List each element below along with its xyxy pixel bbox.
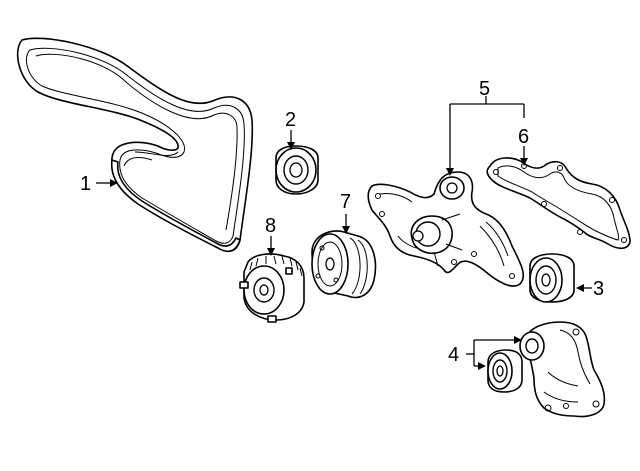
callout-4: 4 [448,344,459,366]
callout-7: 7 [340,191,351,213]
pulley-7 [311,230,377,299]
leader-2 [287,130,295,150]
leader-7 [342,214,350,234]
leader-4 [466,336,522,370]
water-pump-gasket [486,157,631,250]
callout-8: 8 [265,215,276,237]
drive-belt [16,37,254,253]
leader-8 [267,236,275,256]
tensioner-pulley [487,349,523,393]
callout-2: 2 [285,109,296,131]
water-pump [367,171,525,287]
leader-1 [96,179,118,187]
callout-3: 3 [593,278,604,300]
callout-6: 6 [518,126,529,148]
callout-1: 1 [80,173,91,195]
callout-5: 5 [479,78,490,100]
leader-6 [520,146,528,166]
belt-tensioner-bracket [519,321,606,418]
idler-pulley-upper [275,145,319,195]
fan-clutch [239,253,305,323]
leader-5-6 [446,96,525,176]
idler-pulley-right [529,253,575,303]
leader-3 [576,284,592,292]
